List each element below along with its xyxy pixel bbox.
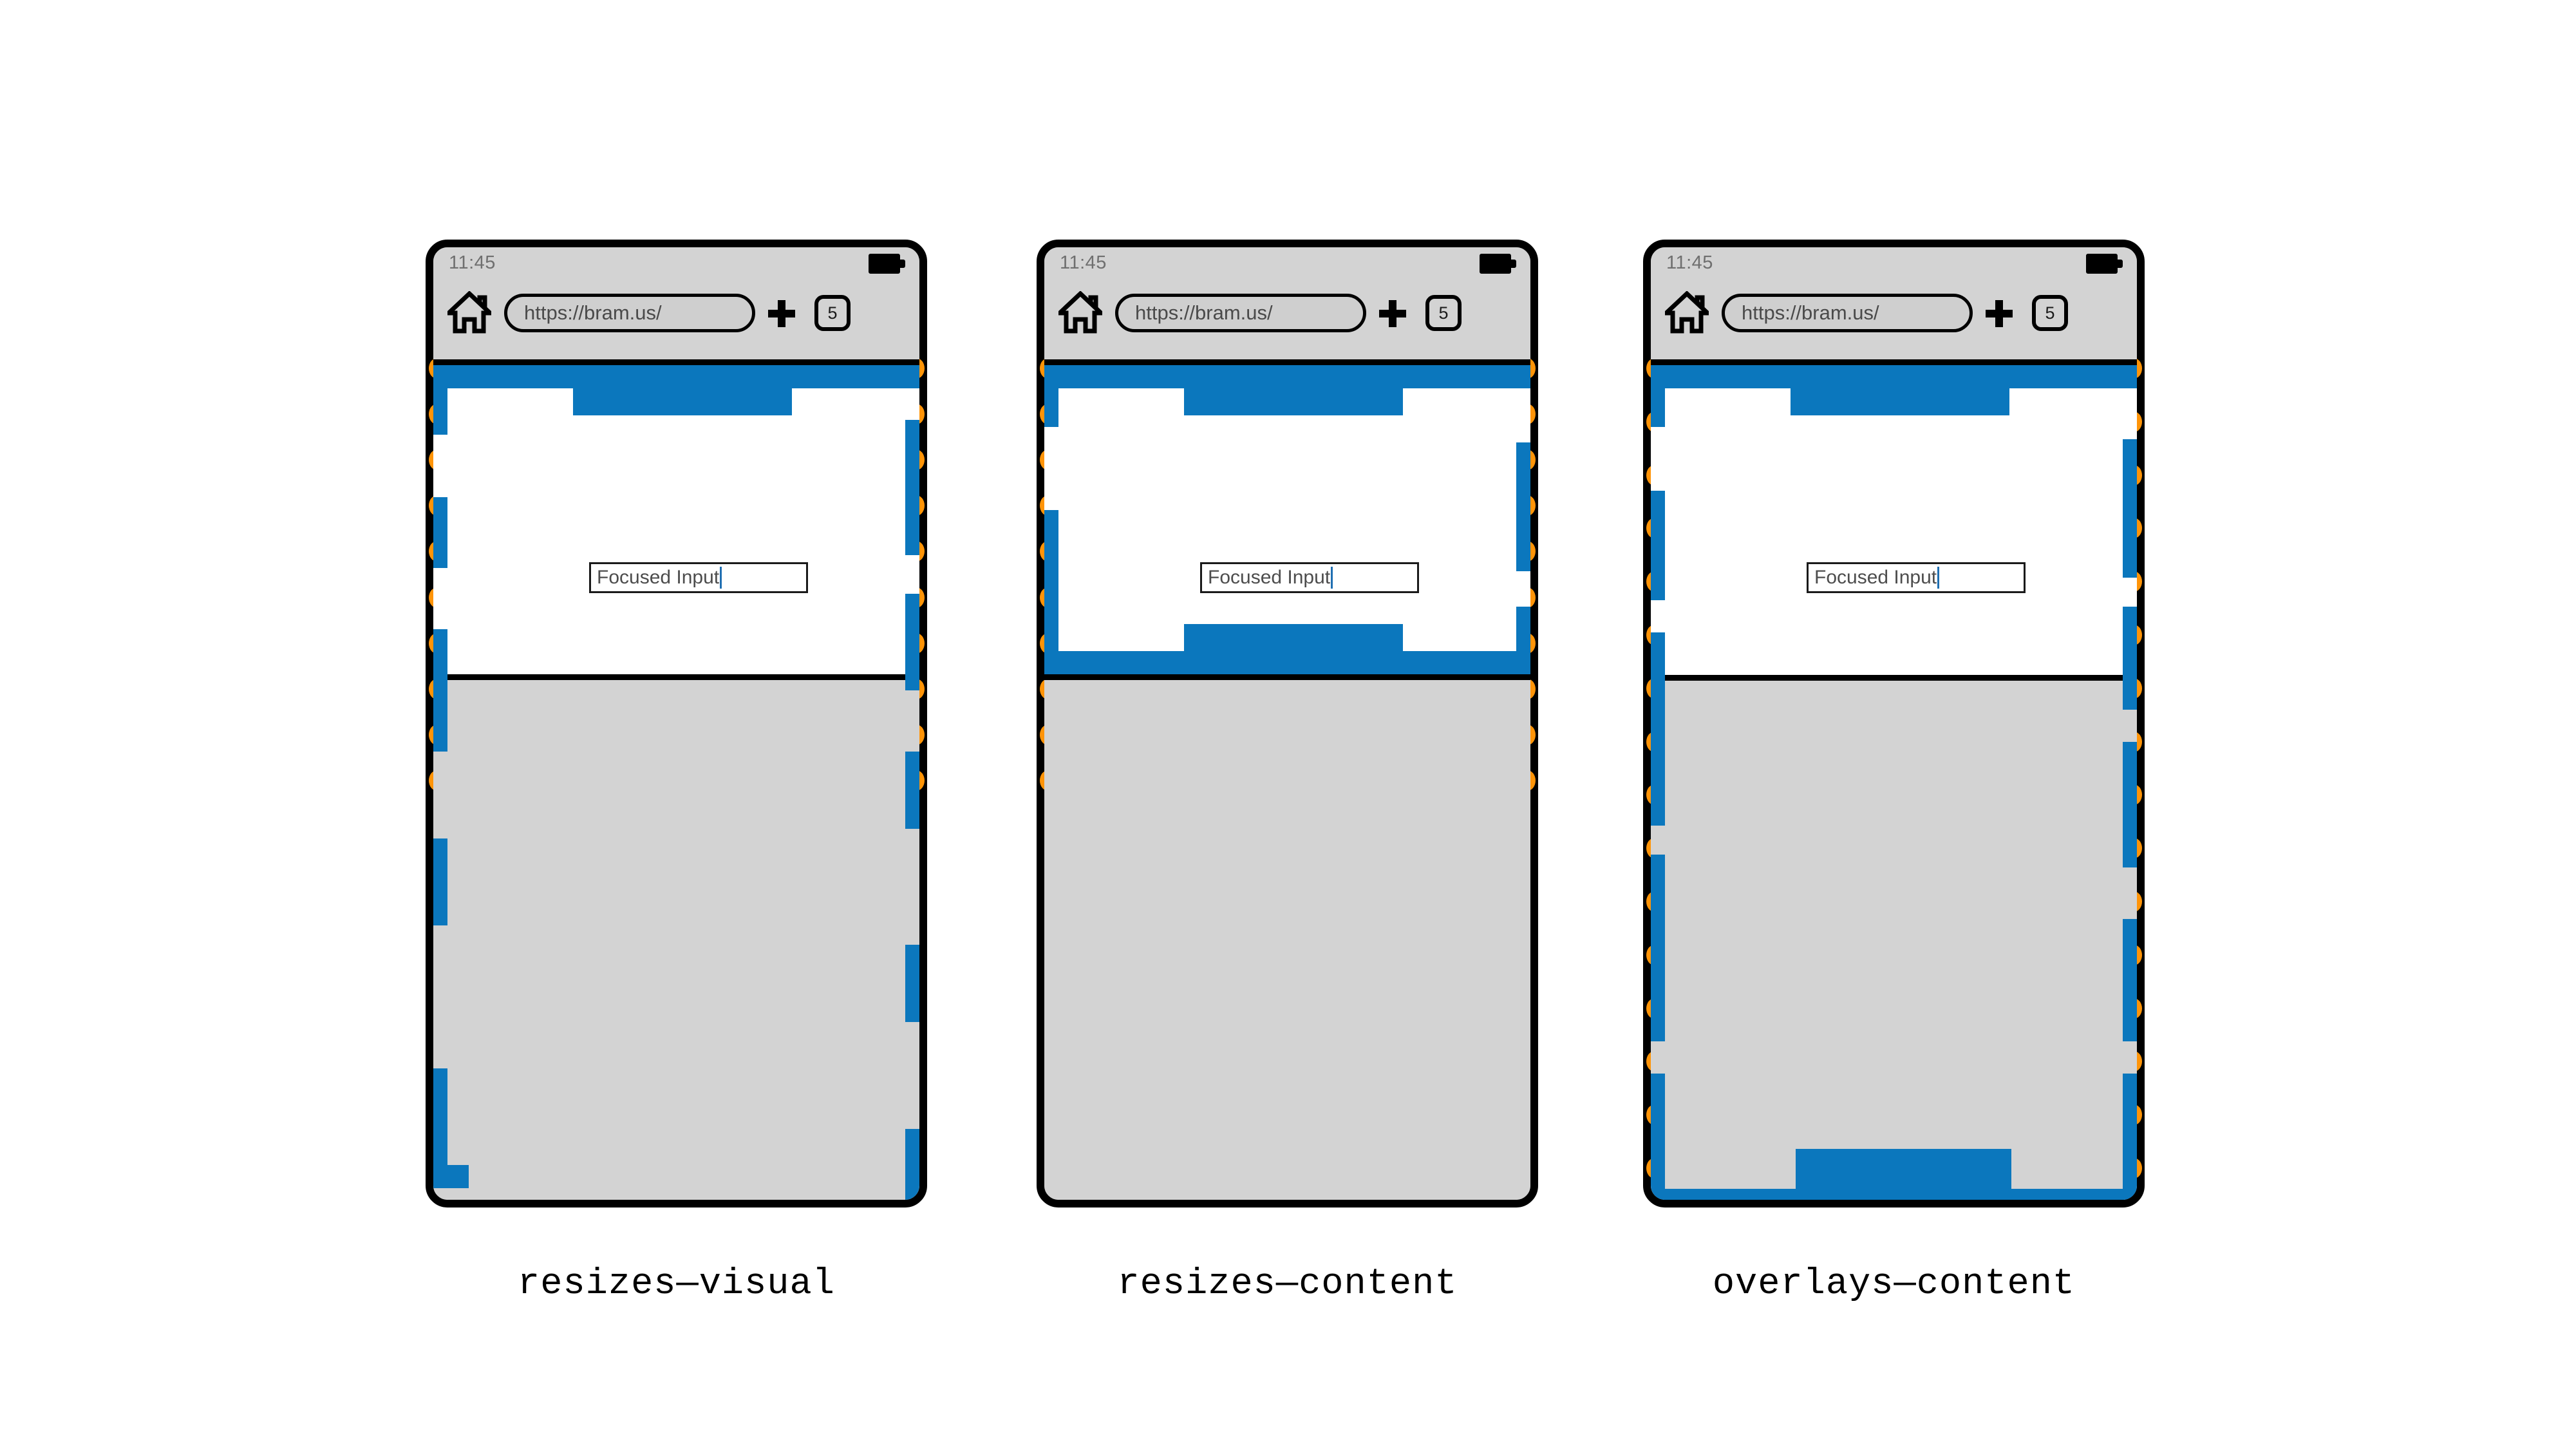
phone3-viewport: Focused Input bbox=[1651, 365, 2137, 1200]
phone3-highlight-right-b bbox=[2123, 439, 2137, 578]
home-icon[interactable] bbox=[443, 290, 496, 334]
phone2-status-bar: 11:45 bbox=[1044, 247, 1530, 281]
phone1-highlight-right-f bbox=[905, 1129, 919, 1200]
phone1-browser-chrome: 11:45 https://bram.us/ 5 bbox=[433, 247, 919, 365]
phone1-status-bar: 11:45 bbox=[433, 247, 919, 281]
phone-overlays-content: Focused Input 11:45 https://bram.us/ bbox=[1643, 240, 2145, 1208]
phone2-highlight-right-a bbox=[1516, 365, 1530, 384]
phone2-focused-input[interactable]: Focused Input bbox=[1200, 562, 1419, 593]
phone3-highlight-left-a bbox=[1651, 365, 1665, 427]
phone1-tab-count-label: 5 bbox=[827, 303, 838, 323]
phone3-browser-chrome: 11:45 https://bram.us/ 5 bbox=[1651, 247, 2137, 365]
phone1-highlight-right-e bbox=[905, 945, 919, 1022]
battery-full-icon bbox=[1480, 254, 1516, 274]
phone2-bottom-banner bbox=[1184, 624, 1403, 674]
phone3-toolbar: https://bram.us/ 5 bbox=[1651, 281, 2137, 361]
phone2-input-text: Focused Input bbox=[1208, 567, 1331, 588]
phone2-text-caret bbox=[1331, 567, 1333, 589]
phone1-keyboard-area bbox=[433, 674, 919, 1200]
phone3-status-bar: 11:45 bbox=[1651, 247, 2137, 281]
phone1-highlight-right-d bbox=[905, 752, 919, 829]
phone2-top-banner bbox=[1184, 365, 1403, 415]
phone1-highlight-left-c bbox=[433, 629, 447, 752]
phone3-highlight-left-e bbox=[1651, 1074, 1665, 1200]
phone2-highlight-left-a bbox=[1044, 365, 1058, 427]
phone1-highlight-left-f bbox=[433, 1165, 469, 1188]
phone2-toolbar: https://bram.us/ 5 bbox=[1044, 281, 1530, 361]
phone2-url-text: https://bram.us/ bbox=[1135, 301, 1273, 324]
caption-resizes-visual: resizes—visual bbox=[518, 1264, 835, 1305]
phone3-tab-count-button[interactable]: 5 bbox=[2032, 295, 2068, 331]
phone3-highlight-right-a bbox=[2123, 365, 2137, 384]
phone1-focused-input[interactable]: Focused Input bbox=[589, 562, 808, 593]
home-icon[interactable] bbox=[1660, 290, 1713, 334]
phone-resizes-visual: Focused Input 11:45 https://bram.us/ bbox=[426, 240, 927, 1208]
phone3-highlight-right-e bbox=[2123, 919, 2137, 1041]
phone2-tab-count-button[interactable]: 5 bbox=[1425, 295, 1462, 331]
phone-resizes-content: Focused Input 11:45 https://bram.us/ bbox=[1037, 240, 1538, 1208]
plus-icon[interactable] bbox=[1379, 300, 1406, 327]
phone2-url-bar[interactable]: https://bram.us/ bbox=[1115, 294, 1366, 332]
phone3-highlight-left-d bbox=[1651, 855, 1665, 1041]
phone3-highlight-right-f bbox=[2123, 1074, 2137, 1200]
phone2-highlight-left-b bbox=[1044, 510, 1058, 674]
phone2-clock: 11:45 bbox=[1060, 252, 1107, 273]
phone1-toolbar: https://bram.us/ 5 bbox=[433, 281, 919, 361]
phone3-tab-count-label: 5 bbox=[2045, 303, 2055, 323]
phone3-focused-input[interactable]: Focused Input bbox=[1807, 562, 2026, 593]
phone3-text-caret bbox=[1937, 567, 1940, 589]
phone1-highlight-left-d bbox=[433, 838, 447, 925]
phone3-highlight-left-c bbox=[1651, 632, 1665, 826]
plus-icon[interactable] bbox=[1986, 300, 2013, 327]
phone3-highlight-right-d bbox=[2123, 742, 2137, 867]
phone3-top-banner bbox=[1791, 365, 2009, 415]
phone2-tab-count-label: 5 bbox=[1438, 303, 1449, 323]
phone1-highlight-right-b bbox=[905, 420, 919, 555]
phone2-browser-chrome: 11:45 https://bram.us/ 5 bbox=[1044, 247, 1530, 365]
phone2-highlight-right-b bbox=[1516, 442, 1530, 571]
phone2-keyboard-area bbox=[1044, 674, 1530, 1200]
phone1-url-text: https://bram.us/ bbox=[524, 301, 662, 324]
phone1-viewport: Focused Input bbox=[433, 365, 919, 1200]
caption-resizes-content: resizes—content bbox=[1117, 1264, 1458, 1305]
phone2-page-area bbox=[1044, 365, 1530, 674]
phone1-url-bar[interactable]: https://bram.us/ bbox=[504, 294, 755, 332]
phone3-keyboard-area bbox=[1651, 675, 2137, 1200]
phone3-url-text: https://bram.us/ bbox=[1742, 301, 1879, 324]
phone1-highlight-right-c bbox=[905, 594, 919, 690]
phone3-clock: 11:45 bbox=[1666, 252, 1713, 273]
phone1-highlight-left-a bbox=[433, 365, 447, 435]
battery-full-icon bbox=[869, 254, 905, 274]
home-icon[interactable] bbox=[1054, 290, 1107, 334]
phone3-input-text: Focused Input bbox=[1814, 567, 1937, 588]
phone2-viewport: Focused Input bbox=[1044, 365, 1530, 1200]
phone3-highlight-right-c bbox=[2123, 607, 2137, 710]
phone1-page-area bbox=[433, 365, 919, 674]
battery-full-icon bbox=[2086, 254, 2123, 274]
phone1-highlight-left-b bbox=[433, 497, 447, 568]
phone1-clock: 11:45 bbox=[449, 252, 496, 273]
phone1-top-banner bbox=[573, 365, 792, 415]
phone1-input-text: Focused Input bbox=[597, 567, 720, 588]
caption-overlays-content: overlays—content bbox=[1712, 1264, 2076, 1305]
phone1-tab-count-button[interactable]: 5 bbox=[814, 295, 851, 331]
phone3-page-area bbox=[1651, 365, 2137, 675]
phone1-text-caret bbox=[720, 567, 722, 589]
plus-icon[interactable] bbox=[768, 300, 795, 327]
phone3-url-bar[interactable]: https://bram.us/ bbox=[1722, 294, 1973, 332]
phone1-highlight-left-e bbox=[433, 1068, 447, 1165]
phone3-highlight-left-b bbox=[1651, 491, 1665, 600]
phone3-kb-banner bbox=[1796, 1149, 2011, 1200]
